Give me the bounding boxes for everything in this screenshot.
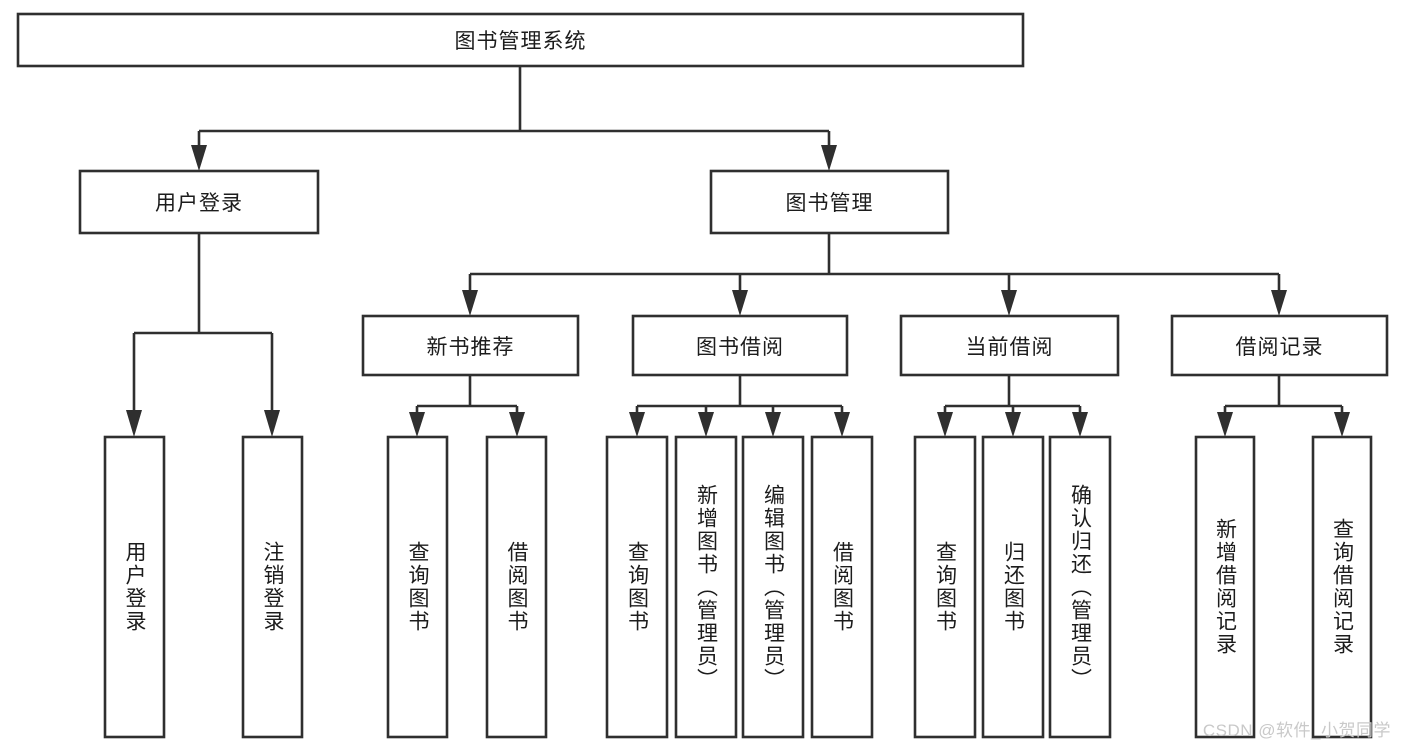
leaf-user-login-box[interactable]: [103, 435, 166, 739]
leaf-edit-book-admin-box[interactable]: [741, 435, 805, 739]
arrow-head-icon: [821, 145, 837, 171]
arrow-head-icon: [509, 412, 525, 437]
arrow-head-icon: [264, 410, 280, 437]
connector-group-root: [191, 66, 837, 171]
csdn-watermark: CSDN @软件_小贺同学: [1202, 721, 1391, 740]
leaf-borrow-book-b-box[interactable]: [810, 435, 874, 739]
leaf-add-book-admin-box[interactable]: [674, 435, 738, 739]
leaf-query-book-a-box[interactable]: [386, 435, 449, 739]
arrow-head-icon: [1001, 290, 1017, 316]
leaf-logout-login-box[interactable]: [241, 435, 304, 739]
arrow-head-icon: [1217, 412, 1233, 437]
node-borrow-record-box[interactable]: [1170, 314, 1389, 377]
arrow-head-icon: [765, 412, 781, 437]
connector-group-current-borrow: [937, 375, 1088, 437]
node-root-box[interactable]: [16, 12, 1025, 68]
arrow-head-icon: [732, 290, 748, 316]
leaf-add-borrow-record-box[interactable]: [1194, 435, 1256, 739]
arrow-head-icon: [698, 412, 714, 437]
arrow-head-icon: [937, 412, 953, 437]
leaf-confirm-return-admin-box[interactable]: [1048, 435, 1112, 739]
leaf-query-book-b-box[interactable]: [605, 435, 669, 739]
arrow-head-icon: [126, 410, 142, 437]
node-book-borrow-box[interactable]: [631, 314, 849, 377]
arrow-head-icon: [462, 290, 478, 316]
arrow-head-icon: [1005, 412, 1021, 437]
node-new-book-recommend-box[interactable]: [361, 314, 580, 377]
arrow-head-icon: [834, 412, 850, 437]
node-current-borrow-box[interactable]: [899, 314, 1120, 377]
connector-group-book-borrow: [629, 375, 850, 437]
leaf-query-borrow-record-box[interactable]: [1311, 435, 1373, 739]
connector-group-user-login: [126, 233, 280, 437]
arrow-head-icon: [1271, 290, 1287, 316]
arrow-head-icon: [409, 412, 425, 437]
connector-group-new-book-recommend: [409, 375, 525, 437]
connector-group-borrow-record: [1217, 375, 1350, 437]
node-book-manage-box[interactable]: [709, 169, 950, 235]
leaf-query-book-c-box[interactable]: [913, 435, 977, 739]
arrow-head-icon: [1072, 412, 1088, 437]
arrow-head-icon: [629, 412, 645, 437]
node-user-login-box[interactable]: [78, 169, 320, 235]
connector-group-book-manage: [462, 233, 1287, 316]
arrow-head-icon: [191, 145, 207, 171]
leaf-borrow-book-a-box[interactable]: [485, 435, 548, 739]
arrow-head-icon: [1334, 412, 1350, 437]
leaf-return-book-box[interactable]: [981, 435, 1045, 739]
